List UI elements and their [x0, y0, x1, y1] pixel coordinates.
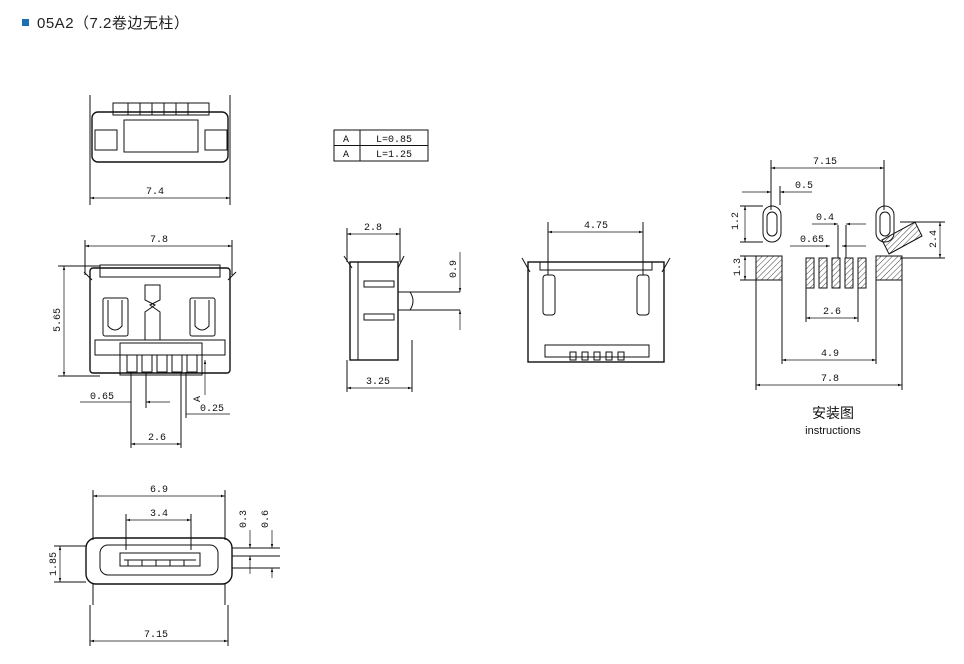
bullet-square-icon [22, 19, 29, 26]
dim-fp-inner: 4.9 [821, 349, 839, 360]
dim-side-bottom: 3.25 [366, 377, 390, 388]
top-view: 7.4 [89, 95, 231, 205]
dim-front-h2: 0.6 [261, 510, 272, 528]
dim-plan-width: 7.8 [150, 235, 168, 246]
dim-fp-pins: 2.6 [823, 307, 841, 318]
dim-top-width: 7.4 [146, 187, 164, 198]
side-view: 2.8 0.9 3.25 [343, 223, 462, 392]
table-row-2-label: A [343, 150, 349, 161]
rear-view: 4.75 [521, 221, 671, 363]
dim-rear-span: 4.75 [584, 221, 608, 232]
front-view: 6.9 3.4 0.3 0.6 1.85 7.15 [49, 485, 280, 646]
table-row-1-label: A [343, 135, 349, 146]
dim-front-h1: 0.3 [239, 510, 250, 528]
length-table: A L=0.85 A L=1.25 [333, 129, 429, 162]
dim-fp-slot-h: 1.2 [731, 212, 742, 230]
dim-front-height: 1.85 [49, 552, 60, 576]
footprint-view: 7.15 0.5 1.2 2.4 0.4 0.65 [731, 157, 945, 437]
dim-side-top: 2.8 [364, 223, 382, 234]
dim-fp-outer: 7.8 [821, 374, 839, 385]
plan-view: 7.8 5.65 0.65 0.25 2.6 A [53, 235, 237, 448]
dim-plan-pitch-left: 0.65 [90, 392, 114, 403]
footprint-caption-en: instructions [805, 425, 861, 437]
dim-plan-height: 5.65 [53, 308, 64, 332]
dim-fp-right-h: 2.4 [929, 230, 940, 248]
dim-front-bottom: 7.15 [144, 630, 168, 641]
footprint-caption-cn: 安装图 [812, 405, 854, 421]
table-row-1-value: L=0.85 [376, 135, 412, 146]
dim-front-outer: 6.9 [150, 485, 168, 496]
dim-front-inner: 3.4 [150, 509, 168, 520]
section-mark-a: A [193, 396, 204, 402]
page-title: 05A2（7.2卷边无柱） [37, 15, 190, 32]
dim-fp-pad-h: 1.3 [733, 258, 744, 276]
dim-fp-top: 7.15 [813, 157, 837, 168]
dim-side-step: 0.9 [449, 260, 460, 278]
dim-fp-gap: 0.4 [816, 213, 834, 224]
page-header: 05A2（7.2卷边无柱） [22, 12, 189, 33]
dim-fp-pitch: 0.65 [800, 235, 824, 246]
dim-fp-slot-offset: 0.5 [795, 181, 813, 192]
table-row-2-value: L=1.25 [376, 150, 412, 161]
dim-plan-pitch-right: 0.25 [200, 404, 224, 415]
dim-plan-pins: 2.6 [148, 433, 166, 444]
